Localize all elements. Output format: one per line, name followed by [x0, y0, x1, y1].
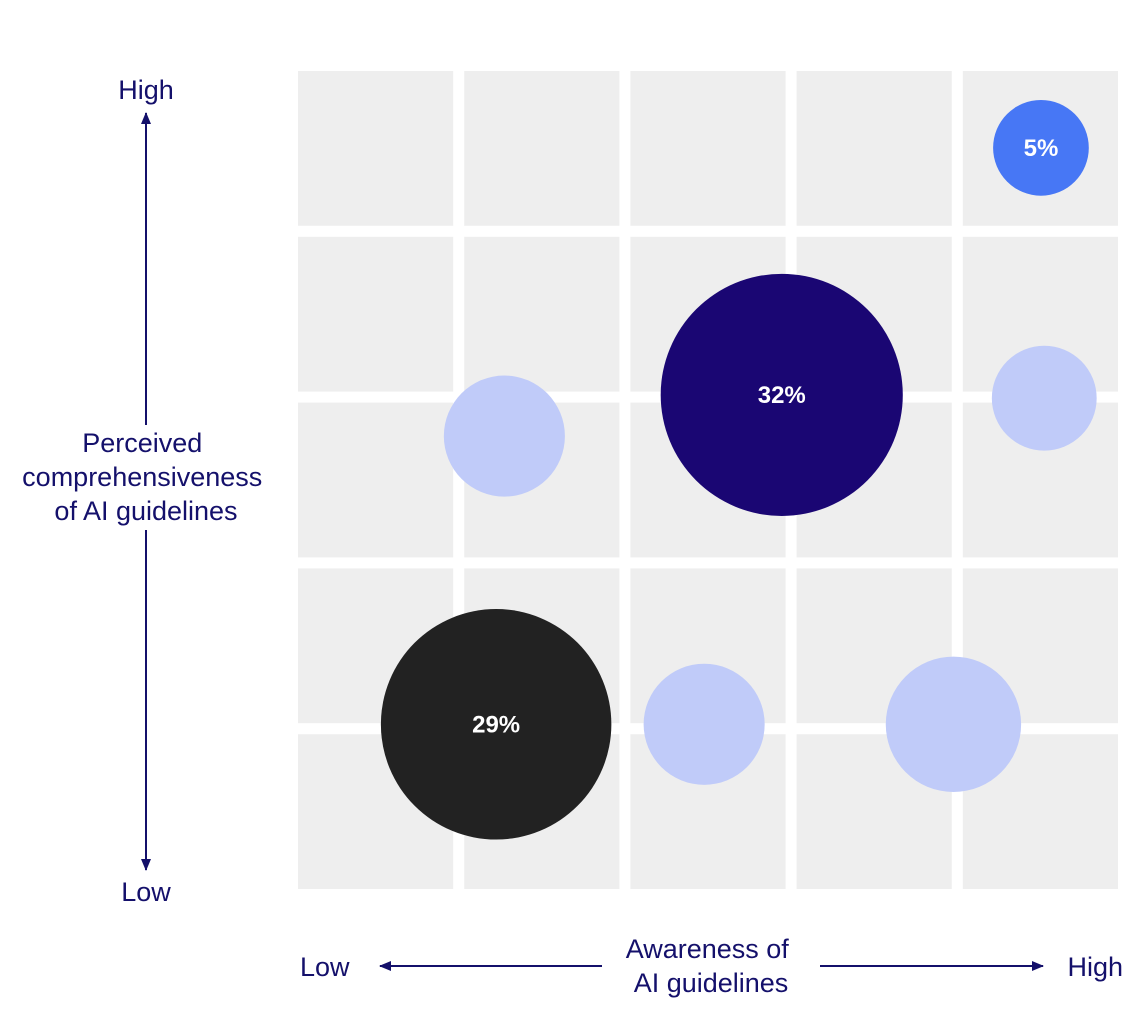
x-axis-title: Awareness of AI guidelines	[626, 934, 797, 998]
bubble-label-2: 32%	[758, 382, 806, 409]
y-axis-low-label: Low	[121, 877, 171, 907]
grid-cell	[796, 71, 952, 226]
bubble-1	[993, 99, 1089, 196]
grid-cell	[464, 236, 620, 392]
y-axis-title-line-2: comprehensiveness	[22, 462, 262, 492]
grid-cell	[630, 71, 786, 226]
bubbles-layer: 5% 32% 29%	[380, 99, 1097, 840]
bubble-5	[991, 345, 1097, 451]
x-axis-high-label: High	[1067, 952, 1123, 982]
bubble-4	[443, 375, 565, 497]
y-axis-title-line-1: Perceived	[82, 428, 202, 458]
x-axis-title-line-2: AI guidelines	[634, 968, 789, 998]
x-axis-low-label: Low	[300, 952, 350, 982]
grid-cell	[298, 236, 454, 392]
bubble-7	[885, 656, 1022, 792]
y-axis-high-label: High	[118, 75, 174, 105]
bubble-label-1: 5%	[1024, 135, 1059, 162]
grid-cell	[298, 402, 454, 558]
bubble-6	[643, 663, 765, 785]
grid-cell	[464, 71, 620, 226]
y-axis-title-line-3: of AI guidelines	[54, 496, 237, 526]
bubble-label-3: 29%	[472, 711, 520, 738]
bubble-3	[380, 609, 612, 840]
bubble-2	[660, 273, 903, 516]
x-axis-title-line-1: Awareness of	[626, 934, 790, 964]
y-axis-title: Perceived comprehensiveness of AI guidel…	[22, 428, 270, 526]
grid-cell	[298, 71, 454, 226]
